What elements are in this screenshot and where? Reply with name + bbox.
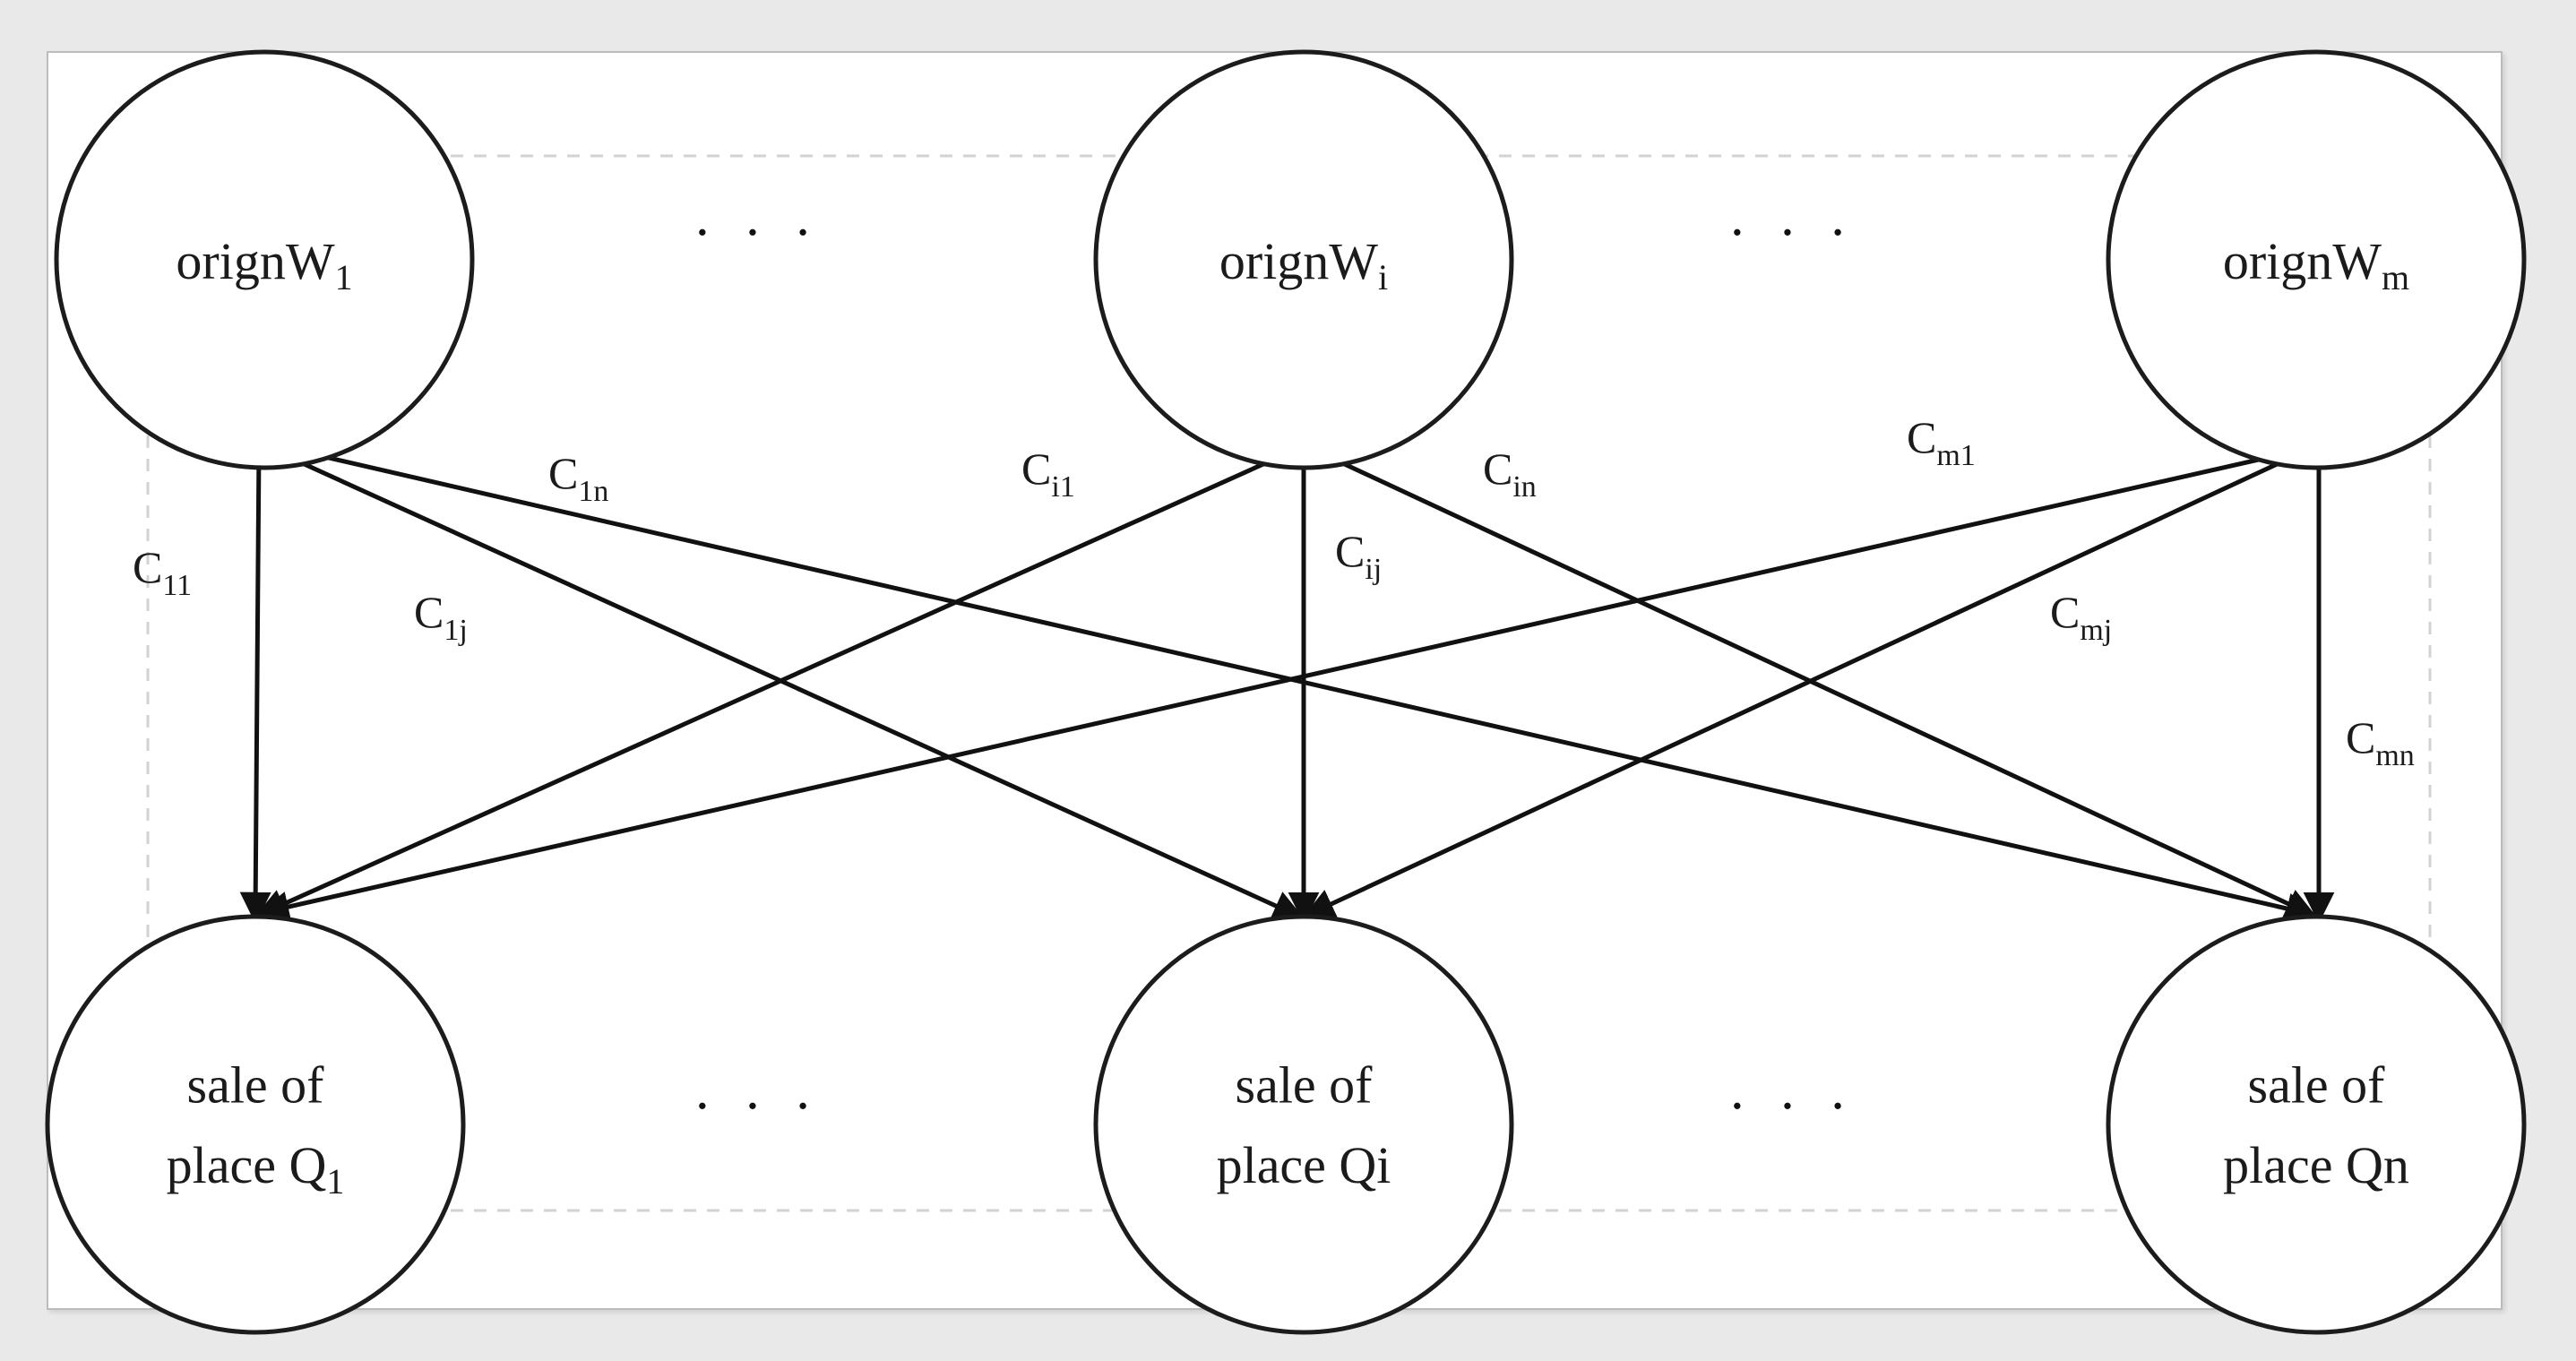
figure-panel (47, 51, 2503, 1310)
